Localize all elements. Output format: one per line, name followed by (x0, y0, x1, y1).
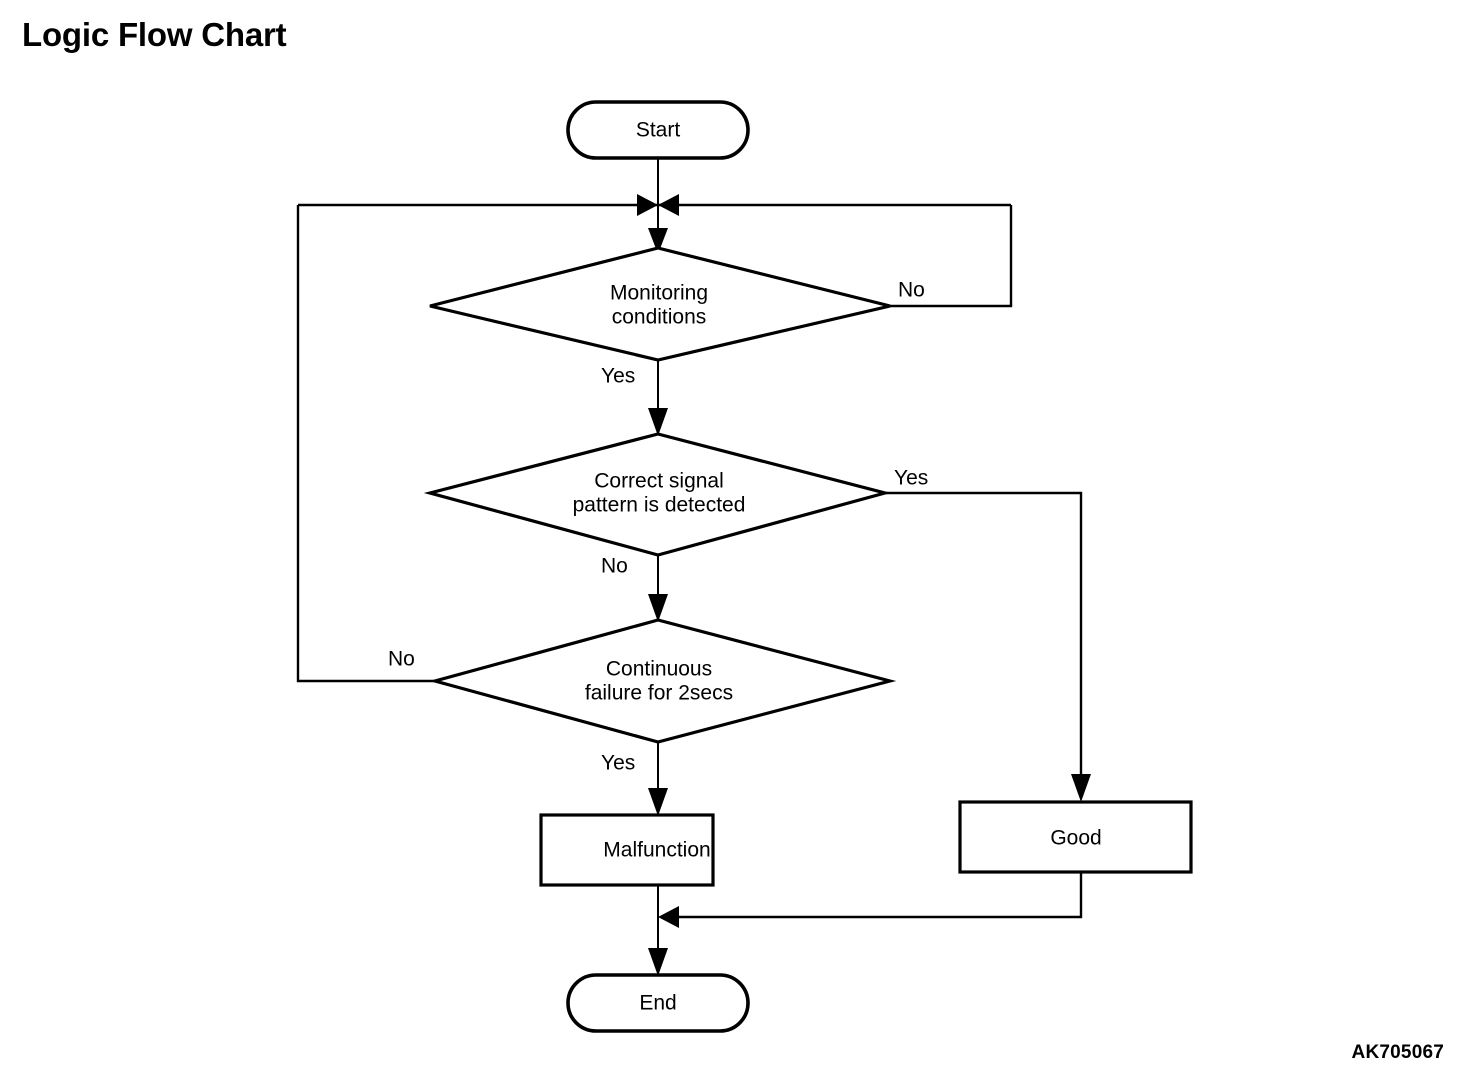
arrowhead-good-merge (658, 906, 679, 928)
edge-failure-no-loop (296, 205, 435, 683)
node-start[interactable] (566, 100, 750, 160)
edge-label-failure-no: No (388, 648, 415, 671)
edge-label-monitoring-no: No (898, 279, 925, 302)
edge-monitoring-no-loop (890, 205, 1013, 308)
arrowhead-into-pattern (648, 408, 668, 436)
node-end-label: End (639, 992, 676, 1015)
arrowhead-into-malfunction (648, 788, 668, 816)
node-continuous-failure[interactable] (428, 618, 897, 744)
node-malfunction[interactable] (539, 813, 715, 887)
arrowhead-merge-from-left (637, 194, 658, 216)
arrowhead-into-failure (648, 594, 668, 622)
edge-label-pattern-no: No (601, 555, 628, 578)
node-failure-label-line2: failure for 2secs (585, 682, 733, 705)
arrowhead-into-end (648, 948, 668, 976)
edge-label-monitoring-yes: Yes (601, 365, 635, 388)
node-end[interactable] (566, 973, 750, 1033)
node-failure-label-line1: Continuous (606, 658, 712, 681)
edge-pattern-yes (885, 491, 1083, 796)
node-good-label: Good (1050, 827, 1101, 850)
node-malfunction-label: Malfunction (603, 839, 710, 862)
node-monitoring-conditions[interactable] (429, 246, 891, 362)
arrowhead-into-monitoring (648, 228, 668, 254)
node-monitoring-label-line1: Monitoring (610, 282, 708, 305)
edge-label-failure-yes: Yes (601, 752, 635, 775)
edge-good-to-end (668, 872, 1083, 919)
page-title: Logic Flow Chart (22, 16, 287, 53)
arrowhead-into-good (1071, 774, 1091, 802)
edge-label-pattern-yes: Yes (894, 467, 928, 490)
node-monitoring-label-line2: conditions (612, 306, 707, 329)
arrowhead-merge-from-right (658, 194, 679, 216)
reference-code: AK705067 (1351, 1042, 1444, 1063)
node-correct-signal-pattern[interactable] (423, 432, 892, 557)
node-pattern-label-line1: Correct signal (594, 470, 724, 493)
node-start-label: Start (636, 119, 681, 142)
node-good[interactable] (958, 800, 1193, 874)
node-pattern-label-line2: pattern is detected (573, 494, 746, 517)
